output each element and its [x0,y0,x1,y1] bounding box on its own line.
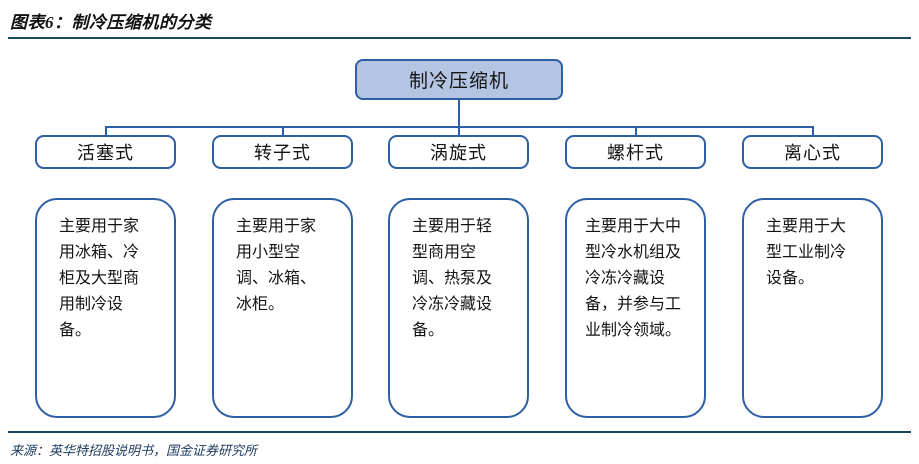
root-node-refrigeration-compressor[interactable]: 制冷压缩机 [355,59,563,100]
header-divider [8,37,911,39]
connector-drop-3 [458,126,460,135]
classification-diagram: 制冷压缩机 活塞式 转子式 涡旋式 螺杆式 离心式 主要用于家用冰箱、冷柜及大型… [0,38,919,428]
connector-drop-5 [812,126,814,135]
description-node-4: 主要用于大中型冷水机组及冷冻冷藏设备，并参与工业制冷领域。 [565,198,706,418]
category-node-2[interactable]: 转子式 [212,135,353,169]
description-node-1: 主要用于家用冰箱、冷柜及大型商用制冷设备。 [35,198,176,418]
category-node-4[interactable]: 螺杆式 [565,135,706,169]
description-node-5: 主要用于大型工业制冷设备。 [742,198,883,418]
connector-drop-2 [282,126,284,135]
figure-title: 图表6：制冷压缩机的分类 [10,13,212,32]
footer-divider [8,431,911,433]
category-node-1[interactable]: 活塞式 [35,135,176,169]
category-node-5[interactable]: 离心式 [742,135,883,169]
connector-drop-1 [105,126,107,135]
source-note: 来源：英华特招股说明书，国金证券研究所 [10,443,258,458]
description-node-2: 主要用于家用小型空调、冰箱、冰柜。 [212,198,353,418]
category-node-3[interactable]: 涡旋式 [388,135,529,169]
connector-drop-4 [635,126,637,135]
description-node-3: 主要用于轻型商用空调、热泵及冷冻冷藏设备。 [388,198,529,418]
connector-root-stem [458,100,460,128]
